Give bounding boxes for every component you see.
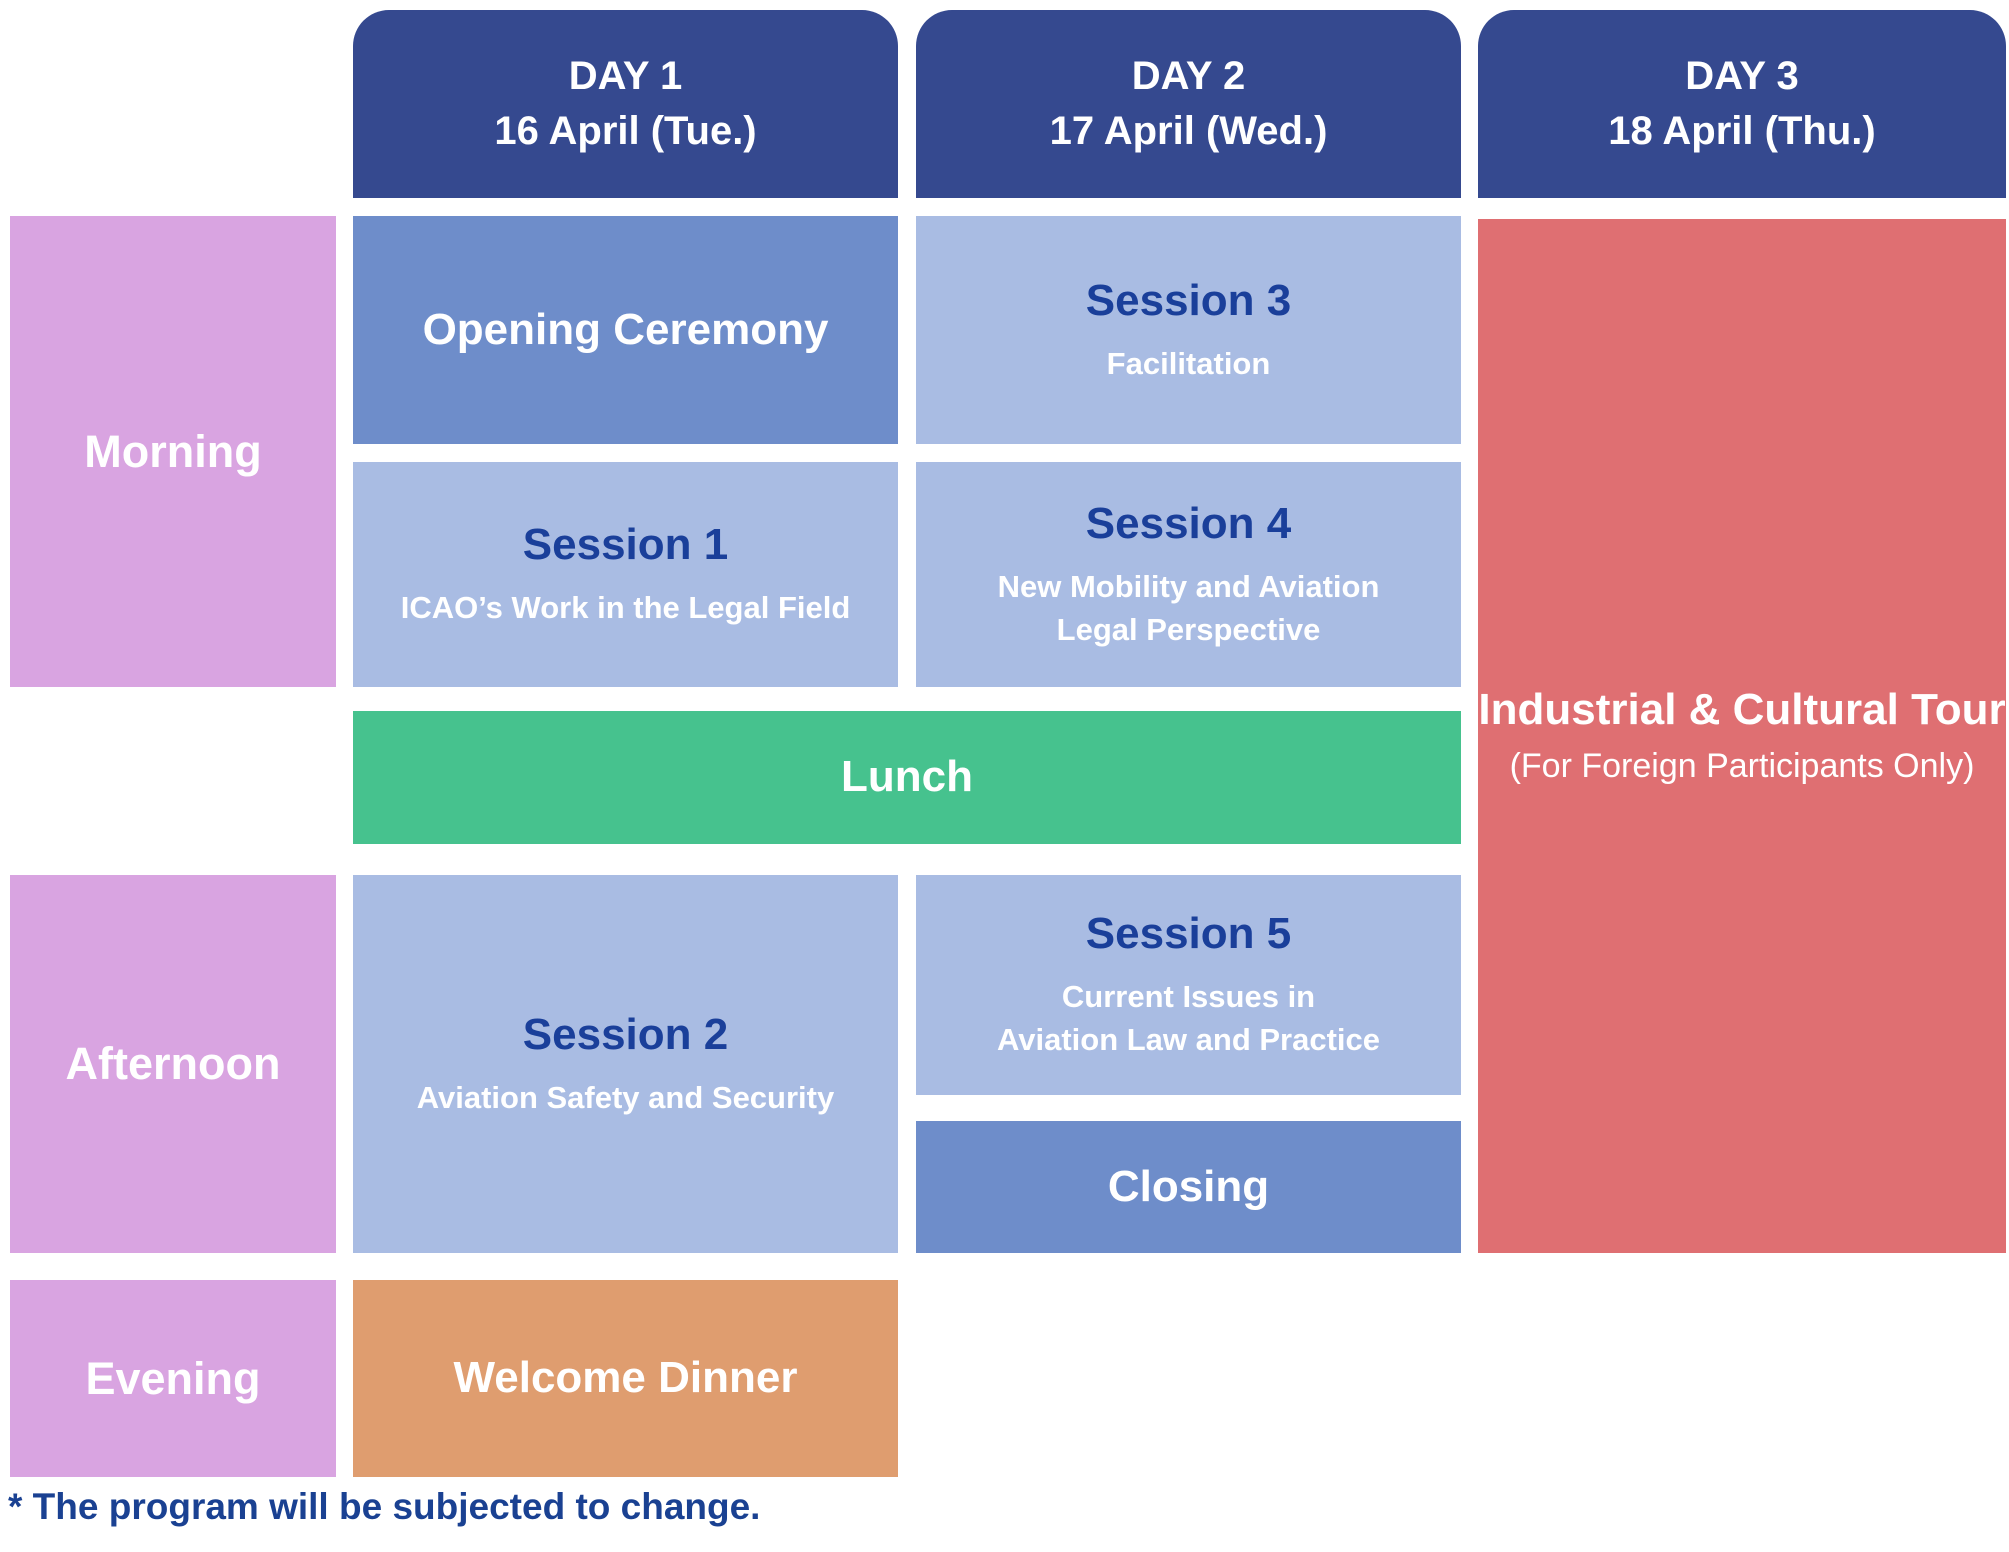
- event-welcome-dinner-title: Welcome Dinner: [453, 1353, 798, 1403]
- row-label-morning: Morning: [10, 216, 336, 687]
- event-tour-title: Industrial & Cultural Tour: [1478, 684, 2006, 734]
- day3-title: DAY 3: [1685, 53, 1799, 98]
- event-session-5-subtitle: Current Issues in Aviation Law and Pract…: [996, 979, 1381, 1058]
- event-tour-subtitle: (For Foreign Participants Only): [1509, 747, 1975, 786]
- row-label-afternoon-text: Afternoon: [65, 1038, 281, 1089]
- event-session-1: Session 1 ICAO’s Work in the Legal Field: [353, 462, 898, 687]
- event-lunch-title: Lunch: [841, 752, 973, 802]
- event-session-2-title: Session 2: [522, 1009, 729, 1059]
- event-welcome-dinner: Welcome Dinner: [353, 1280, 898, 1477]
- event-session-4: Session 4 New Mobility and Aviation Lega…: [916, 462, 1461, 687]
- footnote: * The program will be subjected to chang…: [8, 1486, 761, 1527]
- event-session-2: Session 2 Aviation Safety and Security: [353, 875, 898, 1253]
- day2-date: 17 April (Wed.): [1049, 109, 1328, 153]
- row-label-evening-text: Evening: [85, 1352, 261, 1404]
- day3-header: DAY 3 18 April (Thu.): [1478, 10, 2006, 198]
- row-label-afternoon: Afternoon: [10, 875, 336, 1253]
- event-session-3-subtitle: Facilitation: [1106, 345, 1271, 381]
- event-opening-ceremony: Opening Ceremony: [353, 216, 898, 444]
- event-session-4-title: Session 4: [1085, 498, 1292, 548]
- day1-header: DAY 1 16 April (Tue.): [353, 10, 898, 198]
- event-session-4-subtitle: New Mobility and Aviation Legal Perspect…: [997, 568, 1380, 647]
- day1-date: 16 April (Tue.): [494, 109, 757, 153]
- event-closing-title: Closing: [1107, 1161, 1270, 1211]
- row-label-evening: Evening: [10, 1280, 336, 1477]
- day1-title: DAY 1: [568, 53, 683, 98]
- event-industrial-cultural-tour: Industrial & Cultural Tour (For Foreign …: [1478, 219, 2006, 1253]
- event-session-2-subtitle: Aviation Safety and Security: [416, 1079, 835, 1115]
- row-label-morning-text: Morning: [84, 425, 262, 477]
- event-session-3-title: Session 3: [1085, 275, 1292, 325]
- event-session-5-title: Session 5: [1085, 909, 1292, 959]
- day2-title: DAY 2: [1131, 53, 1246, 98]
- event-lunch: Lunch: [353, 711, 1461, 844]
- event-session-1-subtitle: ICAO’s Work in the Legal Field: [400, 590, 851, 626]
- day2-header: DAY 2 17 April (Wed.): [916, 10, 1461, 198]
- event-closing: Closing: [916, 1121, 1461, 1253]
- day3-date: 18 April (Thu.): [1608, 109, 1876, 153]
- event-session-5: Session 5 Current Issues in Aviation Law…: [916, 875, 1461, 1095]
- event-opening-ceremony-title: Opening Ceremony: [422, 304, 829, 354]
- event-session-3: Session 3 Facilitation: [916, 216, 1461, 444]
- event-session-1-title: Session 1: [522, 520, 729, 570]
